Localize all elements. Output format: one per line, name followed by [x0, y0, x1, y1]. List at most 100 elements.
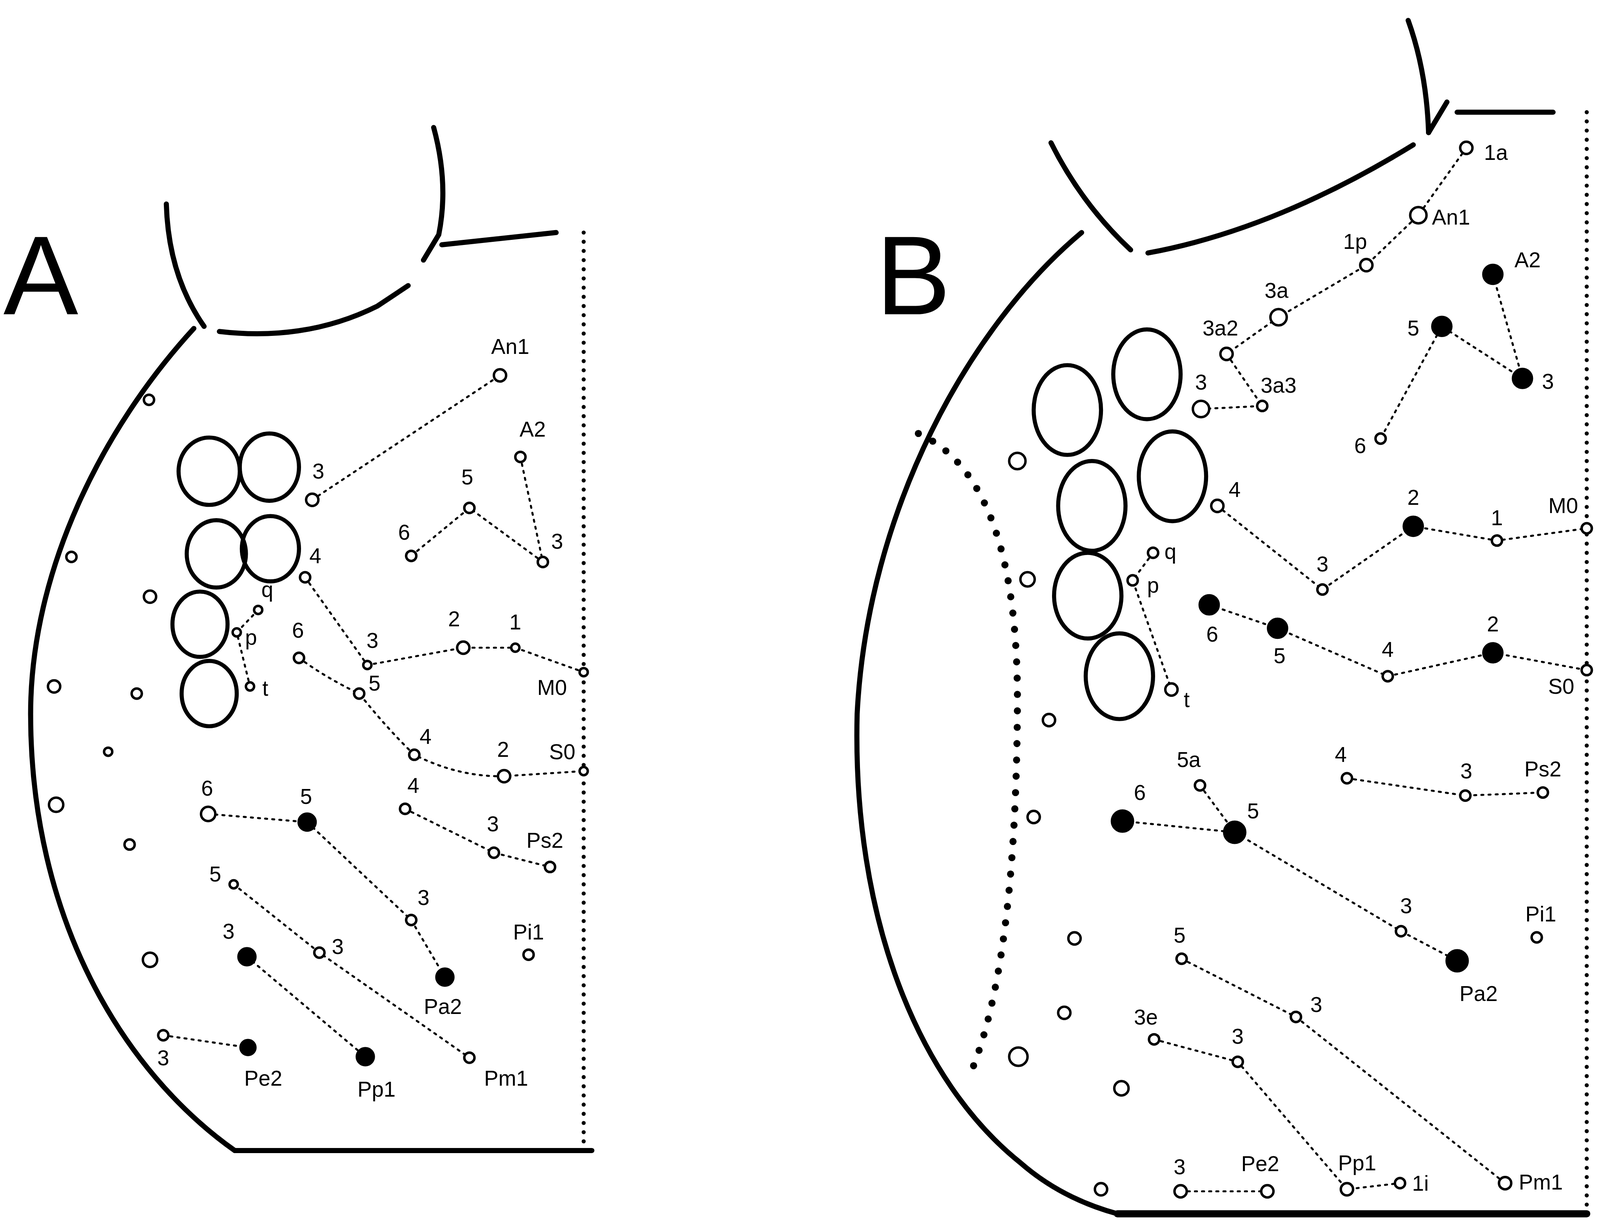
pore-label: 4	[407, 774, 420, 797]
pore-label: Ps2	[1524, 758, 1562, 781]
head-outline	[856, 232, 1118, 1214]
pore-line	[233, 884, 470, 1058]
pore-label: 3	[366, 630, 379, 652]
pore-label: S0	[1548, 676, 1575, 698]
opening	[1138, 431, 1207, 522]
open-pore	[1194, 780, 1205, 791]
pore-label: 3	[1400, 895, 1412, 917]
mouth-line	[1457, 109, 1554, 115]
pore-lines-a	[163, 375, 585, 1058]
pore-label: An1	[491, 336, 530, 358]
pore-label: 3e	[1133, 1006, 1158, 1029]
open-pore	[363, 660, 372, 670]
filled-pore	[1482, 264, 1504, 285]
pore-label: 5	[1247, 800, 1259, 822]
open-pore	[1232, 1056, 1243, 1067]
open-pore	[537, 556, 548, 568]
pore-label: Pa2	[423, 996, 462, 1018]
pore-label: 1p	[1343, 231, 1368, 253]
open-pore	[104, 747, 113, 757]
open-pore	[1290, 1012, 1301, 1023]
open-pore	[464, 502, 475, 514]
pore-label: Pa2	[1459, 983, 1498, 1005]
pore-label: 4	[1335, 744, 1347, 766]
open-pore	[1341, 773, 1352, 784]
pore-label: t	[1183, 689, 1190, 712]
open-pore	[1581, 523, 1592, 534]
pore-label: p	[244, 627, 257, 649]
pore-line	[1180, 1190, 1268, 1193]
pore-line	[236, 609, 259, 687]
open-pore	[1148, 547, 1159, 558]
mouth-line	[423, 127, 443, 260]
open-pore	[1498, 1177, 1512, 1190]
pore-line	[1153, 1039, 1400, 1190]
open-pore	[1114, 1081, 1129, 1096]
head-outline-a	[30, 127, 592, 1151]
pore-label: 4	[419, 725, 432, 748]
pore-label: 5	[1273, 645, 1286, 668]
pore-label: 4	[1228, 478, 1241, 501]
midline	[581, 232, 586, 1151]
pore-line	[1132, 552, 1172, 690]
open-pore	[464, 1052, 475, 1064]
pore-label: 5	[209, 863, 222, 886]
pore-label: 3	[486, 813, 499, 836]
opening	[241, 516, 300, 582]
pore-line	[1380, 274, 1523, 439]
opening	[1058, 460, 1126, 551]
pore-label: 2	[1486, 613, 1499, 636]
pore-label: t	[262, 678, 269, 700]
filled-pore	[1431, 316, 1452, 337]
open-pore	[314, 947, 325, 958]
open-pore	[1176, 953, 1187, 964]
mouth-line	[1148, 145, 1414, 254]
pore-label: Pi1	[513, 921, 545, 944]
open-pore	[48, 797, 64, 812]
panel-letter: B	[875, 219, 951, 332]
pore-line	[208, 814, 445, 978]
open-pore	[1531, 932, 1542, 943]
pore-label: Pm1	[1518, 1171, 1563, 1194]
pore-label: 6	[292, 620, 304, 642]
head-outline	[30, 328, 592, 1151]
open-pore	[1257, 400, 1268, 412]
pore-line	[1122, 821, 1458, 962]
bottom-edge	[1117, 1210, 1588, 1218]
open-pore	[306, 493, 319, 507]
open-pore	[1094, 1183, 1107, 1196]
open-pore	[1148, 1034, 1160, 1045]
pore-label: Pm1	[484, 1067, 528, 1090]
mouth-line	[219, 285, 409, 334]
open-pore	[1043, 714, 1056, 727]
pore-label: 3a2	[1202, 317, 1239, 340]
pore-label: 3	[1173, 1156, 1186, 1179]
open-pore	[1192, 400, 1210, 418]
pore-label: 5	[461, 466, 474, 489]
pore-label: 2	[1407, 487, 1419, 509]
open-pore	[253, 605, 263, 615]
panel-letter: A	[3, 219, 79, 332]
filled-pore	[356, 1047, 375, 1067]
pore-label: 3	[1316, 553, 1329, 576]
pore-label: Pe2	[244, 1067, 283, 1090]
open-pore	[1340, 1183, 1354, 1196]
opening	[178, 437, 240, 505]
open-pore	[515, 451, 526, 463]
filled-pore	[1445, 949, 1469, 973]
pore-line	[299, 658, 584, 777]
pore-line	[163, 1035, 249, 1048]
eye-openings-a	[172, 433, 300, 727]
pore-label: 6	[1133, 781, 1146, 804]
pore-label: Pe2	[1240, 1153, 1279, 1176]
pore-label: A2	[1514, 249, 1541, 272]
pore-label: 2	[448, 608, 460, 631]
open-pore	[1009, 452, 1026, 470]
pore-label: p	[1147, 575, 1160, 597]
open-pore	[124, 839, 135, 850]
open-pore	[400, 803, 411, 815]
pore-label: 5	[368, 673, 381, 695]
pore-label: M0	[536, 676, 567, 699]
open-pore	[143, 590, 157, 603]
